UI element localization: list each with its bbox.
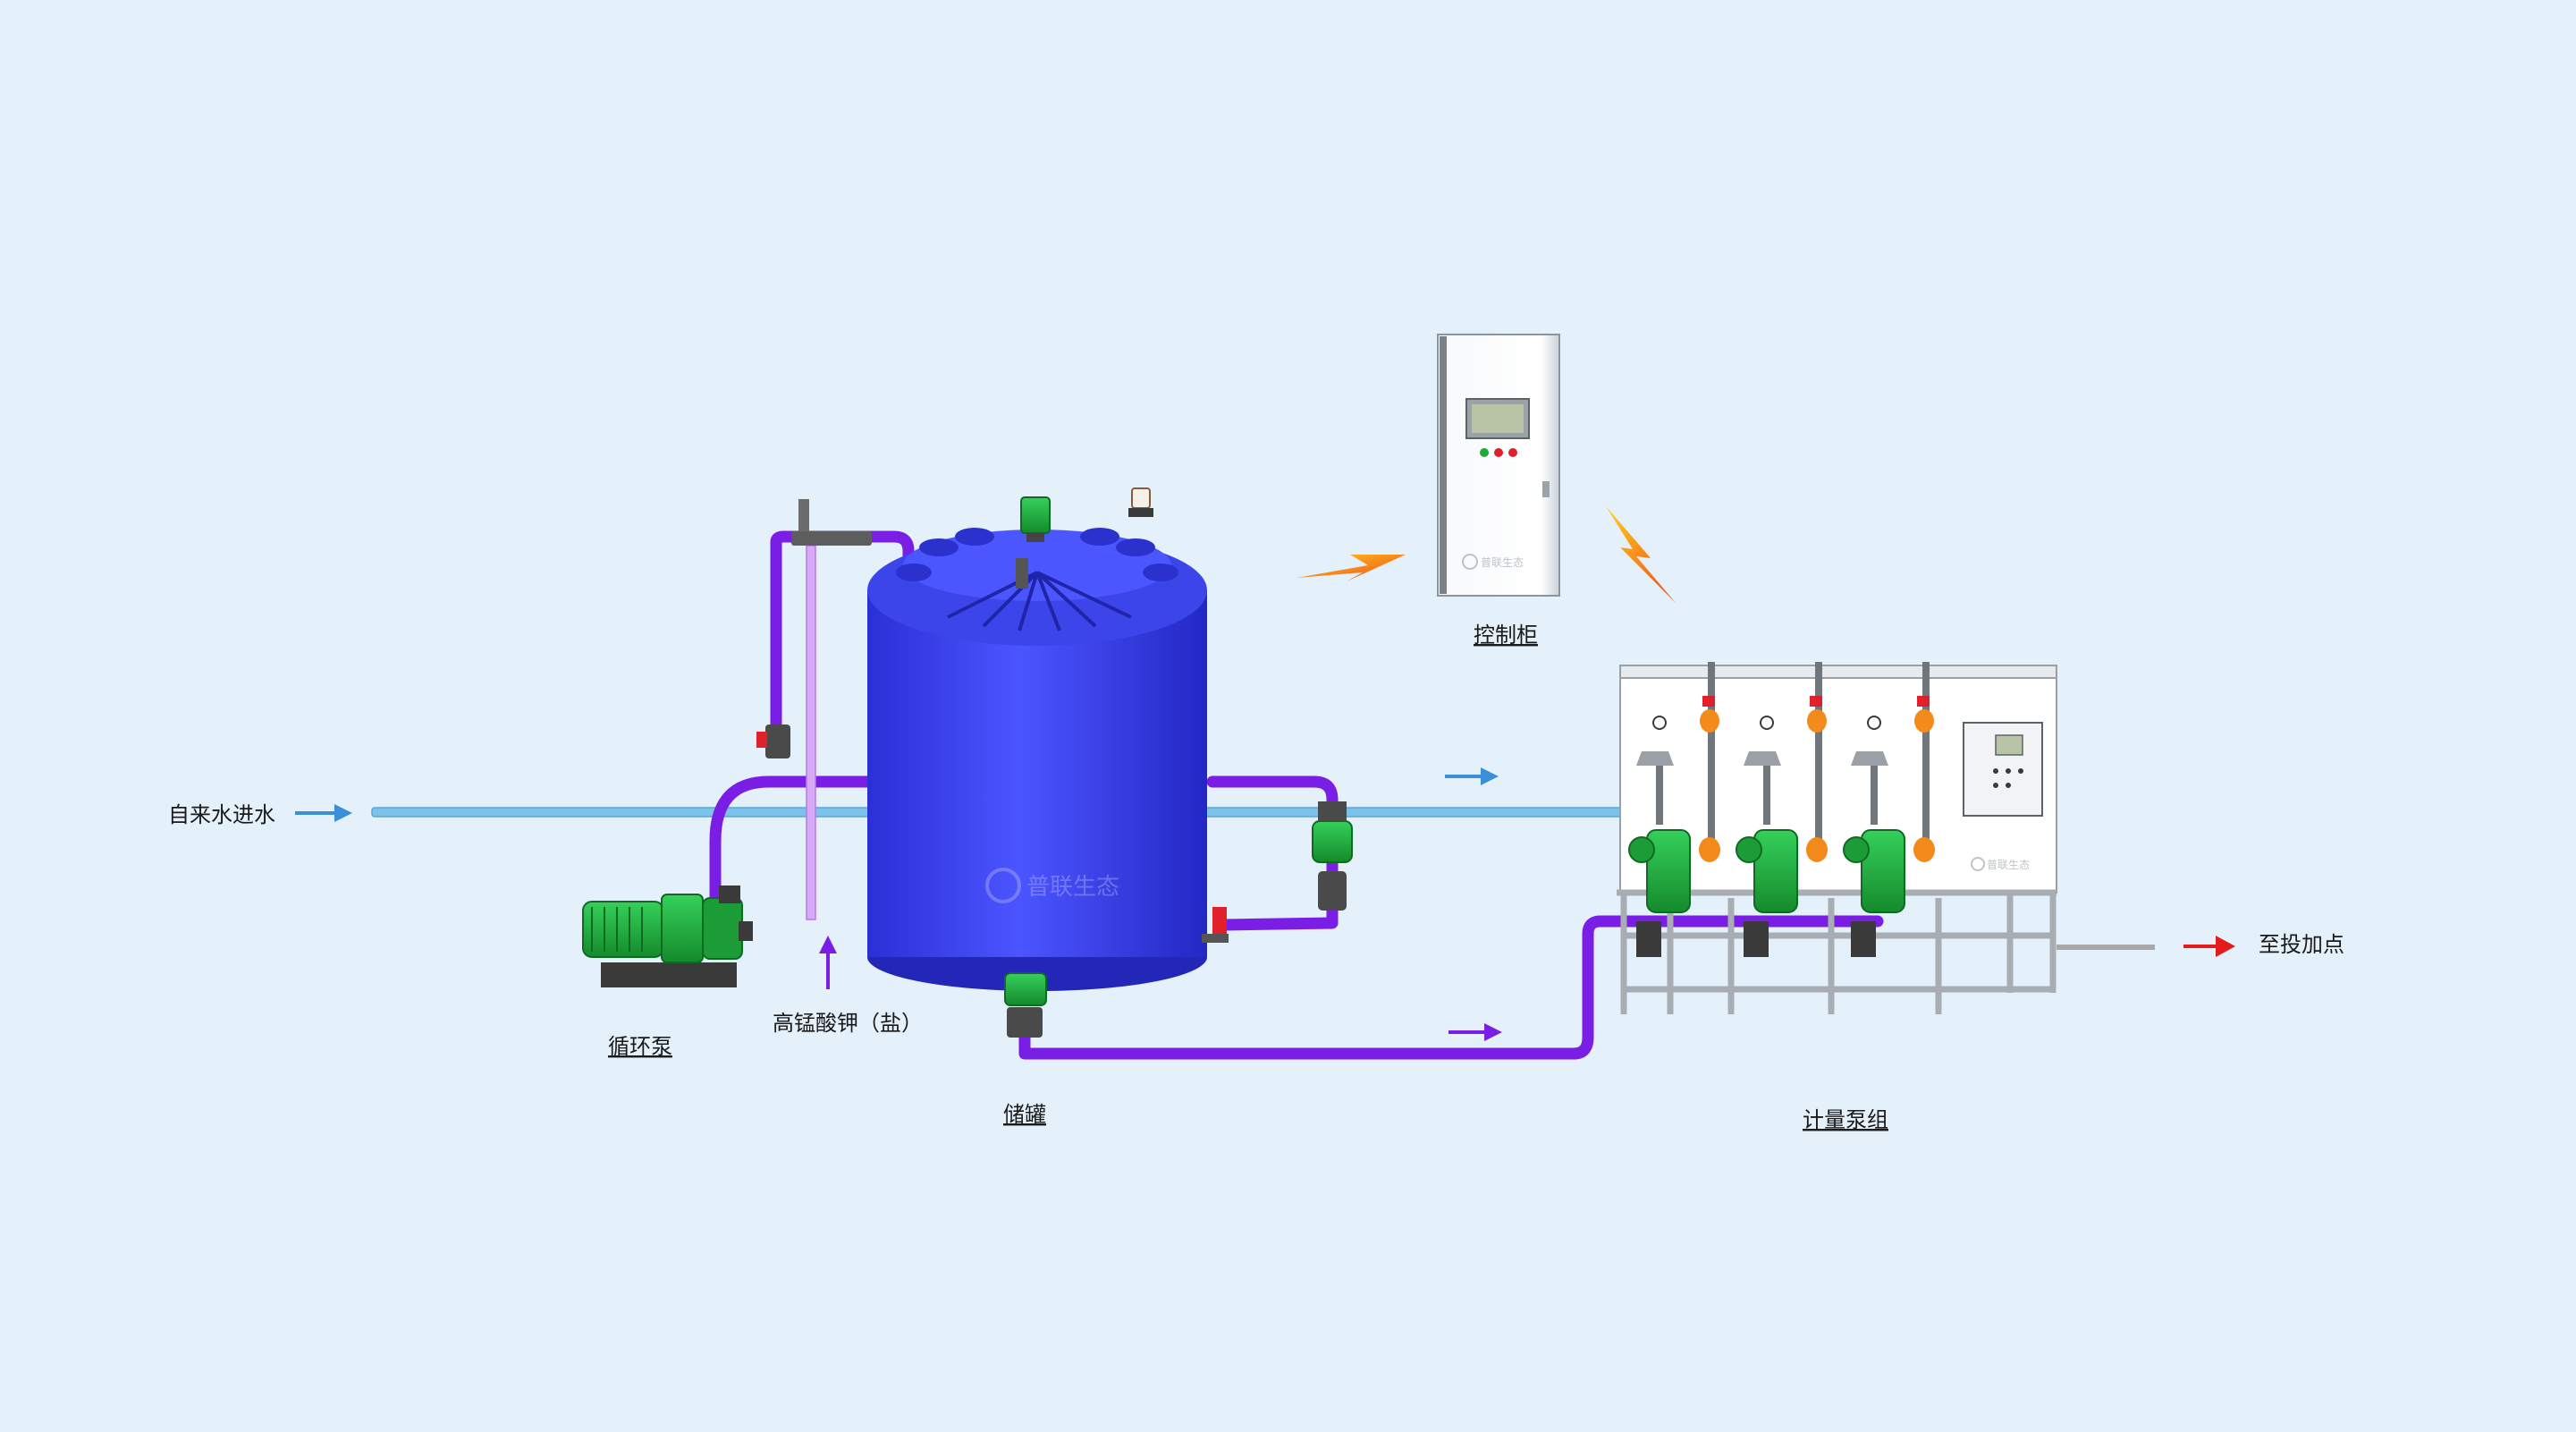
- circulation-pump: [582, 885, 753, 987]
- signal-bolt-right: [1606, 506, 1676, 603]
- tank-watermark: 普联生态: [985, 868, 1119, 903]
- arrow-water-mid: [1445, 767, 1499, 785]
- svg-text:普联生态: 普联生态: [1026, 874, 1119, 901]
- metering-pump-unit-3: [1843, 662, 1935, 957]
- valve-tank-bottom: [1004, 972, 1047, 1038]
- storage-tank: 普联生态: [867, 487, 1207, 991]
- metering-pump-unit-1: [1628, 662, 1720, 957]
- metering-pump-skid: 普联生态: [1617, 662, 2057, 1014]
- cabinet-watermark: 普联生态: [1462, 554, 1524, 570]
- svg-text:普联生态: 普联生态: [1481, 556, 1524, 569]
- valve-right-vertical: [1312, 801, 1353, 911]
- label-circulation-pump: 循环泵: [608, 1034, 672, 1059]
- label-storage-tank: 储罐: [1003, 1102, 1046, 1127]
- arrow-water-inlet: [295, 804, 352, 822]
- svg-text:普联生态: 普联生态: [1987, 859, 2030, 871]
- label-water-inlet: 自来水进水: [168, 802, 275, 827]
- control-cabinet: 普联生态: [1437, 334, 1560, 597]
- label-metering-pump-group: 计量泵组: [1803, 1107, 1888, 1132]
- label-chemical: 高锰酸钾（盐）: [773, 1011, 923, 1036]
- skid-watermark: 普联生态: [1971, 857, 2030, 871]
- arrow-feed-right: [1448, 1023, 1502, 1041]
- label-to-dosing-point: 至投加点: [2259, 932, 2344, 957]
- valve-upper-left: [756, 724, 790, 758]
- metering-pump-unit-2: [1736, 662, 1828, 957]
- signal-bolt-left: [1296, 555, 1406, 581]
- arrow-chemical-up: [819, 936, 837, 989]
- arrow-to-dosing: [2183, 936, 2235, 957]
- label-control-cabinet: 控制柜: [1474, 623, 1538, 648]
- valve-right-outlet: [1202, 907, 1229, 943]
